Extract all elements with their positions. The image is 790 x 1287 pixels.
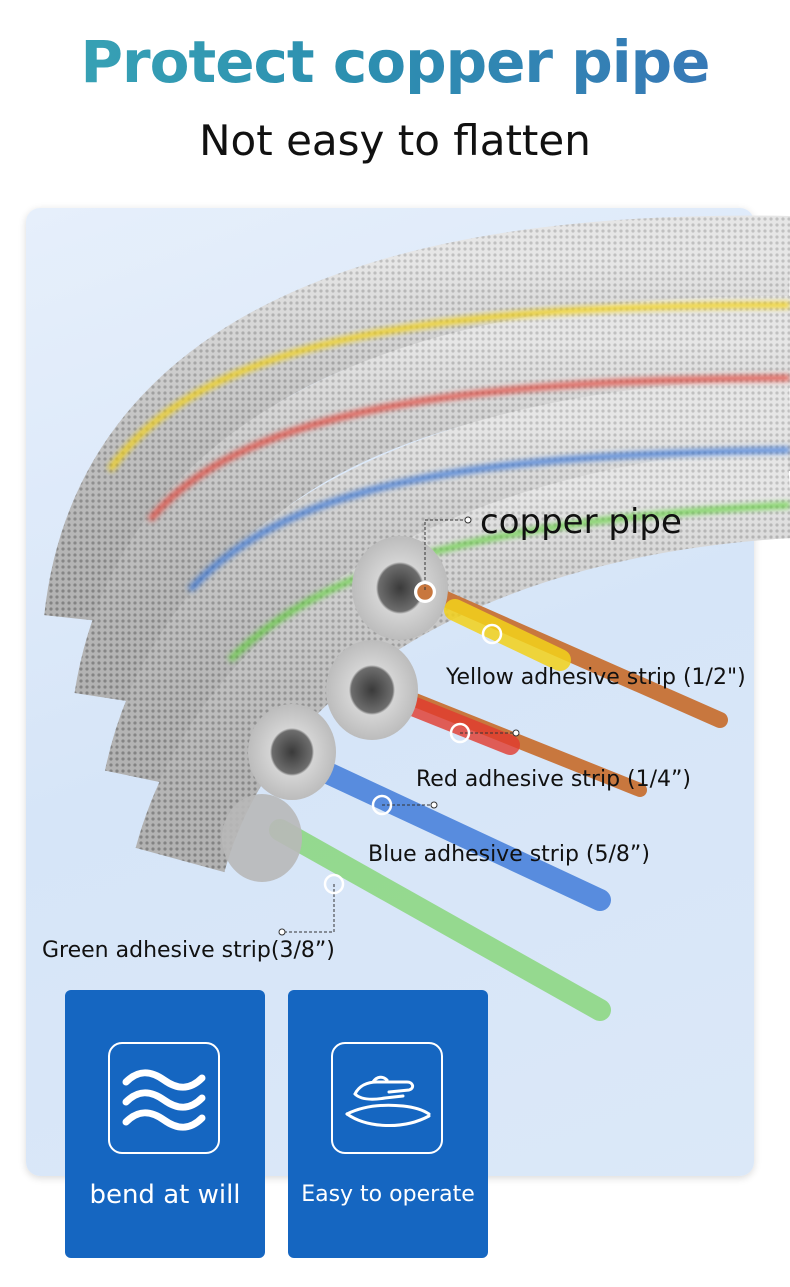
callout-dots — [278, 516, 520, 936]
tube-ends — [222, 536, 448, 882]
callout-lines — [284, 519, 514, 933]
page-subtitle: Not easy to flatten — [199, 116, 591, 165]
feature-label-bend: bend at will — [89, 1180, 241, 1210]
feature-card-operate: Easy to operate — [288, 990, 488, 1258]
waves-icon — [108, 1042, 220, 1154]
red-strip-label: Red adhesive strip (1/4”) — [416, 767, 692, 792]
feature-label-operate: Easy to operate — [301, 1182, 475, 1207]
copper-pipe-label: copper pipe — [480, 502, 682, 542]
colored-strips — [107, 302, 790, 663]
page-title: Protect copper pipe — [0, 28, 790, 96]
yellow-strip-label: Yellow adhesive strip (1/2") — [446, 665, 746, 690]
hand-press-icon — [331, 1042, 443, 1154]
green-strip-label: Green adhesive strip(3/8”) — [42, 938, 335, 963]
blue-strip-label: Blue adhesive strip (5/8”) — [368, 842, 650, 867]
feature-card-bend: bend at will — [65, 990, 265, 1258]
